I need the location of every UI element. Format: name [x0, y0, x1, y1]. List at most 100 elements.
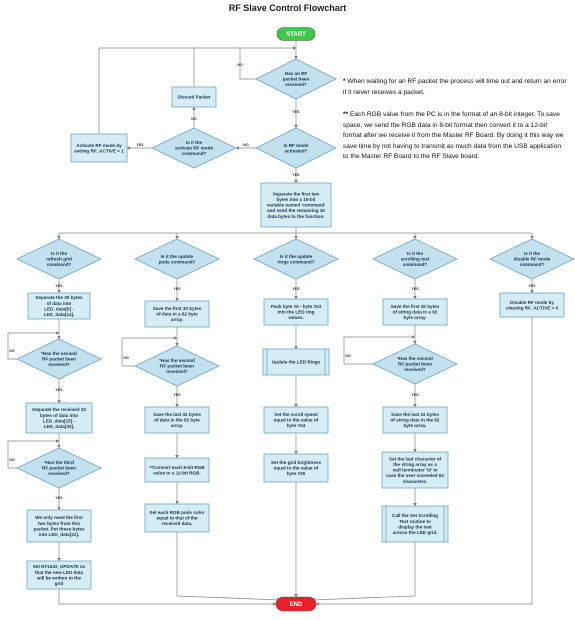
connector	[7, 439, 60, 469]
edge-label: NO	[123, 356, 129, 360]
edge-label: YES	[136, 143, 144, 147]
connector	[121, 336, 178, 367]
edge-label: YES	[411, 393, 419, 397]
edge-label: NO	[345, 354, 351, 358]
connector	[7, 331, 60, 360]
subroutine-label: Update the LED Rings	[272, 360, 321, 365]
edge-label: YES	[528, 284, 536, 288]
process-box	[382, 406, 448, 434]
edge-label: NO	[237, 63, 243, 67]
subroutine-box	[262, 348, 330, 376]
decision-diamond	[372, 238, 458, 280]
process-box	[499, 292, 565, 318]
process-box	[171, 86, 217, 108]
decision-diamond	[372, 343, 458, 385]
edge-label: YES	[411, 287, 419, 291]
process-box	[260, 182, 332, 228]
terminal-label: START	[286, 32, 306, 38]
process-box	[144, 300, 210, 328]
edge-label: YES	[292, 110, 300, 114]
start-terminal: START	[276, 27, 316, 41]
edge-label: YES	[173, 287, 181, 291]
note-rgb: ** Each RGB value from the PC is in the …	[343, 110, 567, 163]
process-box	[144, 406, 210, 434]
edge-label: NO	[9, 349, 15, 353]
connector	[239, 46, 297, 80]
decision-diamond	[489, 238, 575, 280]
edge-label: YES	[55, 284, 63, 288]
note-timeout: * When waiting for an RF packet the proc…	[343, 77, 567, 98]
process-box	[144, 503, 210, 533]
connector	[193, 47, 240, 87]
terminal-shape	[276, 27, 316, 41]
col3-update-rings: Update the LED Rings	[262, 348, 330, 376]
connector	[58, 589, 277, 606]
terminal-shape	[275, 596, 317, 612]
process-box	[144, 457, 210, 483]
decision-diamond	[134, 345, 220, 387]
note-marker: *	[343, 78, 346, 85]
process-box	[70, 133, 128, 163]
edge-label: YES	[292, 287, 300, 291]
connector	[315, 317, 533, 606]
process-box	[381, 451, 449, 489]
process-box	[27, 292, 91, 320]
connector	[311, 542, 416, 602]
flowchart-title: RF Slave Control Flowchart	[228, 3, 347, 13]
process-box	[382, 298, 448, 326]
process-box	[26, 509, 92, 543]
end-terminal: END	[275, 596, 317, 612]
discard-packet-box: Discard Packet	[171, 86, 217, 108]
decision-diamond	[255, 127, 337, 169]
decision-diamond	[255, 58, 337, 100]
terminal-label: END	[290, 602, 303, 608]
connector	[98, 47, 194, 134]
edge-label: NO	[191, 117, 197, 121]
